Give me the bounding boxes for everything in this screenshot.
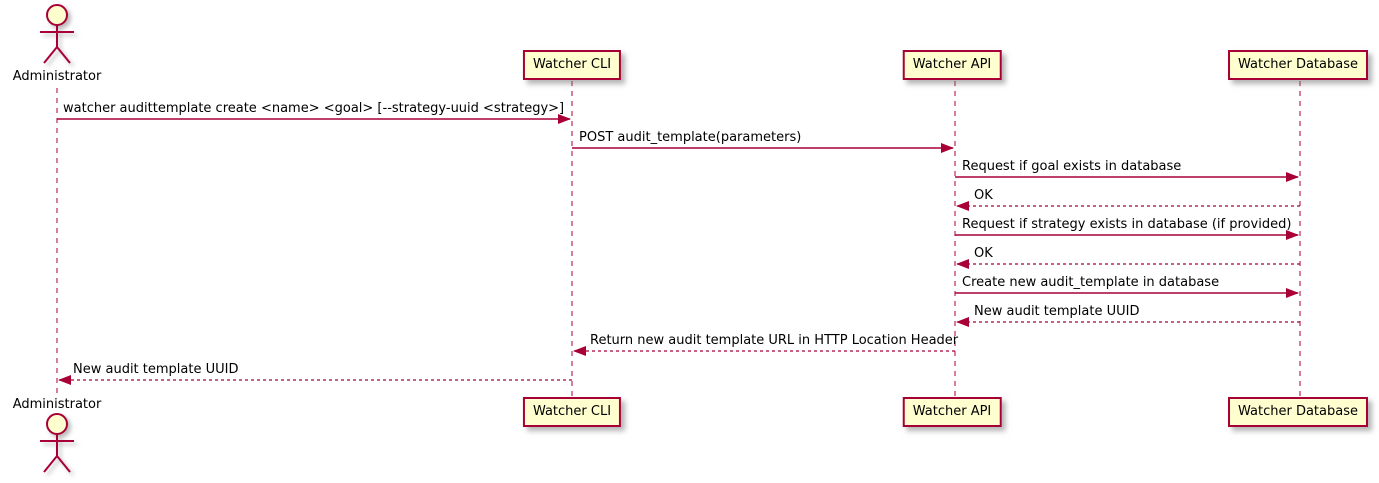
- actor-label-administrator-bottom: Administrator: [12, 397, 102, 412]
- message-label-7: Create new audit_template in database: [962, 275, 1220, 290]
- participant-watcher-api-top: Watcher API: [902, 50, 1002, 80]
- participant-watcher-database-top: Watcher Database: [1228, 50, 1368, 80]
- message-label-4: OK: [974, 188, 993, 203]
- actor-figure-top: [40, 4, 74, 64]
- call-arrows: [57, 114, 1299, 298]
- participant-watcher-database-bottom: Watcher Database: [1228, 397, 1368, 427]
- message-label-9: Return new audit template URL in HTTP Lo…: [590, 333, 959, 348]
- message-label-2: POST audit_template(parameters): [579, 130, 802, 145]
- message-label-3: Request if goal exists in database: [962, 159, 1182, 174]
- lifelines: [56, 81, 1301, 396]
- message-label-8: New audit template UUID: [974, 304, 1140, 319]
- message-label-5: Request if strategy exists in database (…: [962, 217, 1292, 232]
- actor-label-administrator-top: Administrator: [12, 69, 102, 84]
- return-arrows: [58, 201, 1300, 385]
- message-label-10: New audit template UUID: [73, 362, 239, 377]
- participant-watcher-cli-bottom: Watcher CLI: [522, 397, 622, 427]
- participant-watcher-cli-top: Watcher CLI: [522, 50, 622, 80]
- message-label-1: watcher audittemplate create <name> <goa…: [63, 101, 565, 116]
- participant-watcher-api-bottom: Watcher API: [902, 397, 1002, 427]
- message-label-6: OK: [974, 246, 993, 261]
- actor-figure-bottom: [40, 413, 74, 473]
